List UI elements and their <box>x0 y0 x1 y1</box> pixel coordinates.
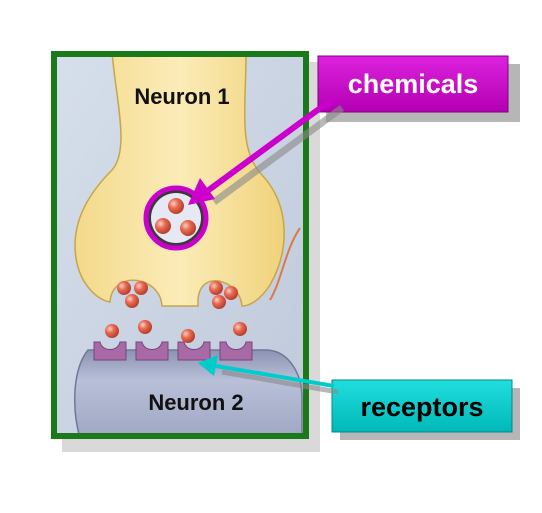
molecule <box>134 281 148 295</box>
chemicals-arrow-shadow <box>211 105 345 205</box>
molecule <box>224 286 238 300</box>
molecule <box>155 218 171 234</box>
axon-line <box>269 227 301 301</box>
molecule <box>117 281 131 295</box>
receptors-arrow-shadow <box>221 369 339 395</box>
neuron-1-label: Neuron 1 <box>134 84 229 109</box>
receptor <box>219 341 253 361</box>
molecule <box>181 329 195 343</box>
neuron-2-label: Neuron 2 <box>148 390 243 415</box>
chemicals-arrow-head <box>188 178 215 205</box>
green-frame <box>51 51 309 439</box>
receptors-group <box>93 341 253 361</box>
receptors-callout: receptors <box>331 379 520 440</box>
molecule <box>233 322 247 336</box>
vesicle-highlight-circle <box>143 185 209 251</box>
molecule <box>168 198 184 214</box>
neuron-1-terminal <box>74 51 285 307</box>
molecule <box>212 295 226 309</box>
molecule <box>209 281 223 295</box>
chemicals-callout-box <box>317 55 509 113</box>
molecule <box>180 220 196 236</box>
receptor <box>177 341 211 361</box>
molecule <box>125 294 139 308</box>
receptors-arrow-head <box>198 355 218 376</box>
molecule <box>138 320 152 334</box>
chemicals-label: chemicals <box>348 69 479 99</box>
chemicals-callout: chemicals <box>317 55 520 122</box>
receptor <box>135 341 169 361</box>
chemicals-arrow-shaft <box>204 95 336 195</box>
receptors-arrow-shaft <box>215 364 335 388</box>
receptor <box>93 341 127 361</box>
molecule <box>105 324 119 338</box>
receptors-label: receptors <box>360 392 483 422</box>
receptors-callout-box <box>331 379 513 433</box>
